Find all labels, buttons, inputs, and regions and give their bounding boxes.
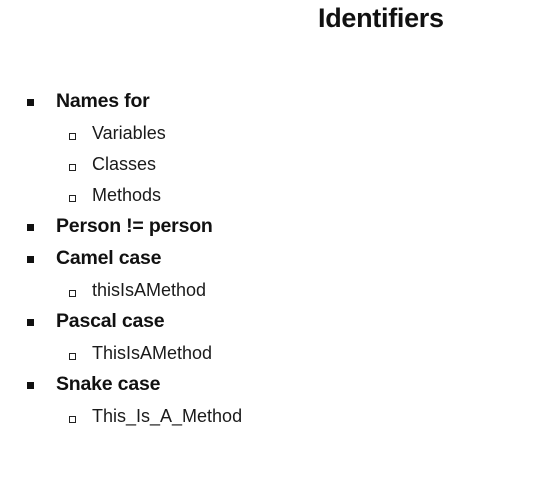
bullet-label: Camel case — [56, 247, 162, 269]
slide-title: Identifiers — [318, 3, 444, 33]
hollow-square-bullet-icon — [69, 416, 76, 423]
bullet-label: Snake case — [56, 373, 161, 395]
sub-bullet-item: thisIsAMethod — [24, 277, 524, 308]
sub-bullet-item: Variables — [24, 120, 524, 151]
hollow-square-bullet-icon — [69, 164, 76, 171]
filled-square-bullet-icon — [27, 224, 34, 231]
sub-bullet-label: ThisIsAMethod — [92, 343, 213, 363]
filled-square-bullet-icon — [27, 99, 34, 106]
hollow-square-bullet-icon — [69, 353, 76, 360]
hollow-square-bullet-icon — [69, 290, 76, 297]
sub-bullet-item: Classes — [24, 151, 524, 182]
filled-square-bullet-icon — [27, 319, 34, 326]
sub-bullet-label: Classes — [92, 154, 157, 174]
sub-bullet-label: thisIsAMethod — [92, 280, 207, 300]
bullet-item: Person != person — [24, 213, 524, 245]
bullet-item: Snake case — [24, 371, 524, 403]
sub-bullet-item: ThisIsAMethod — [24, 340, 524, 371]
sub-bullet-item: This_Is_A_Method — [24, 403, 524, 434]
sub-bullet-item: Methods — [24, 182, 524, 213]
bullet-label: Person != person — [56, 215, 213, 237]
hollow-square-bullet-icon — [69, 195, 76, 202]
filled-square-bullet-icon — [27, 256, 34, 263]
sub-bullet-label: Methods — [92, 185, 162, 205]
hollow-square-bullet-icon — [69, 133, 76, 140]
filled-square-bullet-icon — [27, 382, 34, 389]
sub-bullet-label: Variables — [92, 123, 166, 143]
bullet-label: Names for — [56, 90, 150, 112]
bullet-label: Pascal case — [56, 310, 165, 332]
sub-bullet-label: This_Is_A_Method — [92, 406, 243, 426]
bullet-item: Camel case — [24, 245, 524, 277]
bullet-list: Names for Variables Classes Methods Pers… — [24, 88, 524, 434]
bullet-item: Names for — [24, 88, 524, 120]
bullet-item: Pascal case — [24, 308, 524, 340]
